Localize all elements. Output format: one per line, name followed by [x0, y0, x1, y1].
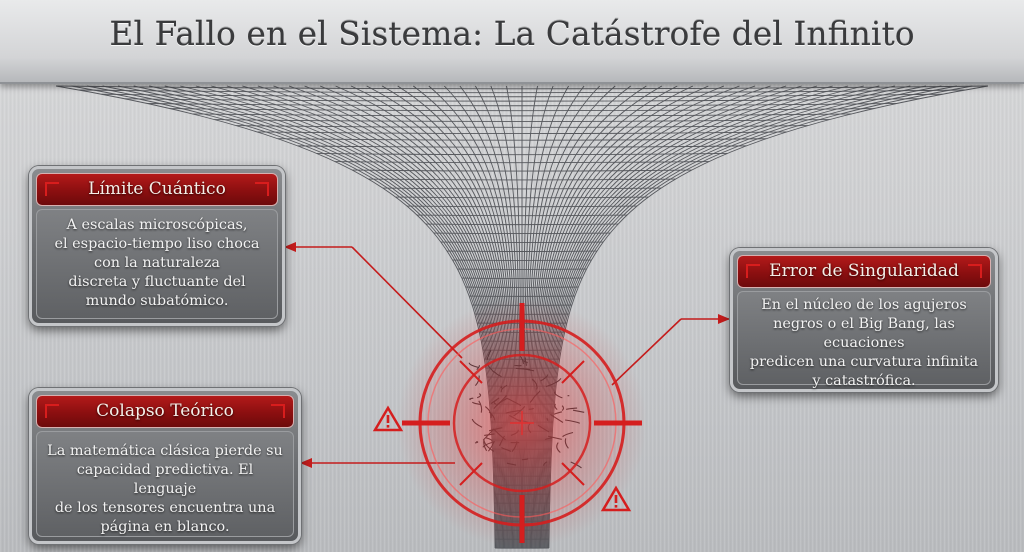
text-line: La matemática clásica pierde su [47, 443, 283, 459]
text-line: con la naturaleza [94, 255, 220, 271]
title-bar: El Fallo en el Sistema: La Catástrofe de… [0, 0, 1024, 84]
panel-heading-bar: Error de Singularidad [737, 255, 991, 288]
text-line: negros o el Big Bang, las ecuaciones [773, 316, 955, 351]
text-line: y catastrófica. [812, 373, 916, 389]
text-line: A escalas microscópicas, [66, 217, 248, 233]
panel-text: A escalas microscópicas, el espacio-tiem… [47, 216, 267, 311]
panel-heading: Colapso Teórico [96, 401, 234, 421]
corner-mark [271, 404, 285, 418]
text-line: página en blanco. [100, 519, 230, 535]
text-line: discreta y fluctuante del [68, 274, 246, 290]
arrowhead-singularity [718, 314, 730, 324]
panel-body: La matemática clásica pierde su capacida… [36, 431, 294, 537]
panel-heading: Límite Cuántico [88, 179, 226, 199]
page-title: El Fallo en el Sistema: La Catástrofe de… [109, 14, 915, 53]
arrowhead-collapse [300, 458, 312, 468]
corner-mark [255, 182, 269, 196]
panel-body: En el núcleo de los agujeros negros o el… [737, 291, 991, 389]
text-line: de los tensores encuentra una [54, 500, 276, 516]
text-line: mundo subatómico. [85, 293, 229, 309]
corner-mark [968, 264, 982, 278]
panel-heading-bar: Límite Cuántico [36, 173, 278, 206]
arrowhead-quantum [284, 242, 296, 252]
crosshair-icon [397, 298, 647, 548]
corner-mark [45, 404, 59, 418]
warning-icon [372, 405, 404, 432]
panel-singularity-error: Error de Singularidad En el núcleo de lo… [730, 248, 998, 392]
panel-text: En el núcleo de los agujeros negros o el… [748, 296, 980, 391]
corner-mark [746, 264, 760, 278]
text-line: el espacio-tiempo liso choca [54, 236, 260, 252]
panel-body: A escalas microscópicas, el espacio-tiem… [36, 209, 278, 319]
panel-quantum-limit: Límite Cuántico A escalas microscópicas,… [29, 166, 285, 326]
panel-heading-bar: Colapso Teórico [36, 395, 294, 428]
text-line: En el núcleo de los agujeros [761, 297, 967, 313]
text-line: predicen una curvatura infinita [749, 354, 979, 370]
panel-theoretical-collapse: Colapso Teórico La matemática clásica pi… [29, 388, 301, 544]
panel-text: La matemática clásica pierde su capacida… [47, 442, 283, 537]
corner-mark [45, 182, 59, 196]
panel-heading: Error de Singularidad [769, 261, 959, 281]
text-line: capacidad predictiva. El lenguaje [76, 462, 254, 497]
warning-icon [600, 485, 632, 512]
